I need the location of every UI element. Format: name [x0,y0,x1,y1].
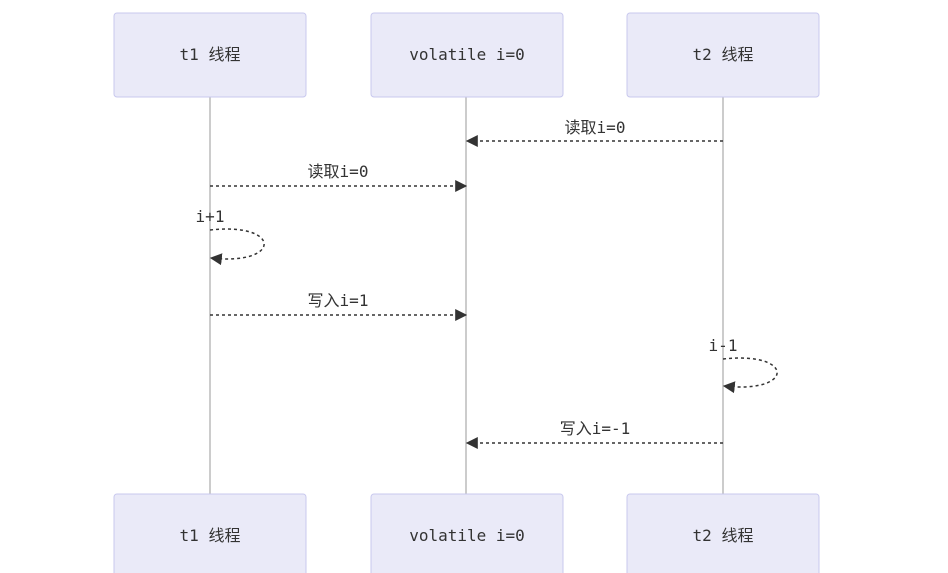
actor-t2-top: t2 线程 [626,12,820,98]
actor-t2-bottom-label: t2 线程 [693,526,754,545]
message-t2-write-label: 写入i=-1 [560,419,631,438]
message-t2-read-label: 读取i=0 [565,118,626,137]
actor-t1-top: t1 线程 [113,12,307,98]
message-t2-write: 写入i=-1 [465,419,723,449]
actor-t1-bottom: t1 线程 [113,493,307,573]
actor-volatile-top: volatile i=0 [370,12,564,98]
message-t2-decrement: i-1 [709,336,778,394]
message-t1-increment: i+1 [196,207,265,266]
message-t1-read-label: 读取i=0 [308,162,369,181]
message-t1-write: 写入i=1 [210,291,468,321]
actor-volatile-top-label: volatile i=0 [409,45,525,64]
message-t2-read: 读取i=0 [465,118,723,147]
message-t2-decrement-label: i-1 [709,336,738,355]
message-t1-write-label: 写入i=1 [308,291,369,310]
actor-t2-top-label: t2 线程 [693,45,754,64]
actor-t1-bottom-label: t1 线程 [180,526,241,545]
actor-t2-bottom: t2 线程 [626,493,820,573]
message-t1-read: 读取i=0 [210,162,468,192]
actor-volatile-bottom-label: volatile i=0 [409,526,525,545]
actor-t1-top-label: t1 线程 [180,45,241,64]
message-t1-increment-label: i+1 [196,207,225,226]
actor-volatile-bottom: volatile i=0 [370,493,564,573]
